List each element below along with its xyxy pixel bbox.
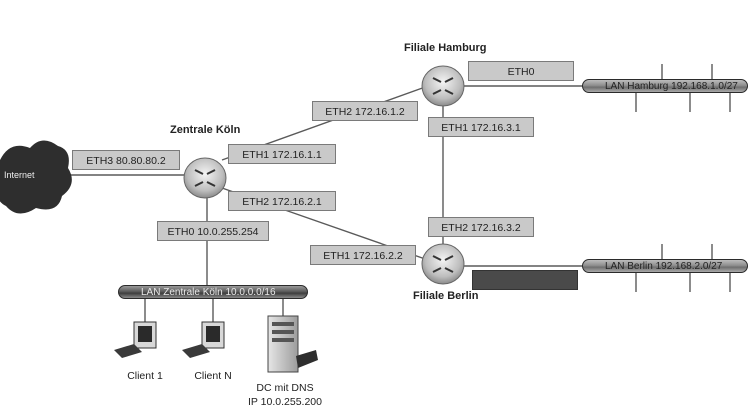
berlin-eth0-label-redacted [472, 270, 578, 290]
router-icon-koeln [183, 157, 227, 199]
site-name-hamburg: Filiale Hamburg [404, 42, 487, 54]
hamburg-eth0-label: ETH0 [468, 61, 574, 81]
internet-cloud-icon [0, 140, 72, 214]
koeln-eth1-label: ETH1 172.16.1.1 [228, 144, 336, 164]
lan-bus-hamburg: LAN Hamburg 192.168.1.0/27 [582, 79, 748, 93]
client-1-icon [114, 321, 157, 358]
router-icon-hamburg [421, 65, 465, 107]
site-name-berlin: Filiale Berlin [413, 290, 479, 302]
client-1-label: Client 1 [127, 370, 163, 382]
koeln-eth0-label: ETH0 10.0.255.254 [157, 221, 269, 241]
client-n-icon [182, 321, 225, 358]
hamburg-eth2-label: ETH2 172.16.1.2 [312, 101, 418, 121]
lan-bus-berlin: LAN Berlin 192.168.2.0/27 [582, 259, 748, 273]
koeln-eth3-label: ETH3 80.80.80.2 [72, 150, 180, 170]
internet-label: Internet [4, 170, 35, 180]
berlin-eth2-label: ETH2 172.16.3.2 [428, 217, 534, 237]
client-n-label: Client N [194, 370, 232, 382]
berlin-eth1-label: ETH1 172.16.2.2 [310, 245, 416, 265]
hamburg-eth1-label: ETH1 172.16.3.1 [428, 117, 534, 137]
site-name-koeln: Zentrale Köln [170, 124, 241, 136]
server-icon [267, 315, 318, 373]
router-icon-berlin [421, 243, 465, 285]
server-label-line2: IP 10.0.255.200 [248, 396, 322, 408]
koeln-eth2-label: ETH2 172.16.2.1 [228, 191, 336, 211]
server-label-line1: DC mit DNS [256, 382, 314, 394]
lan-bus-koeln: LAN Zentrale Köln 10.0.0.0/16 [118, 285, 308, 299]
